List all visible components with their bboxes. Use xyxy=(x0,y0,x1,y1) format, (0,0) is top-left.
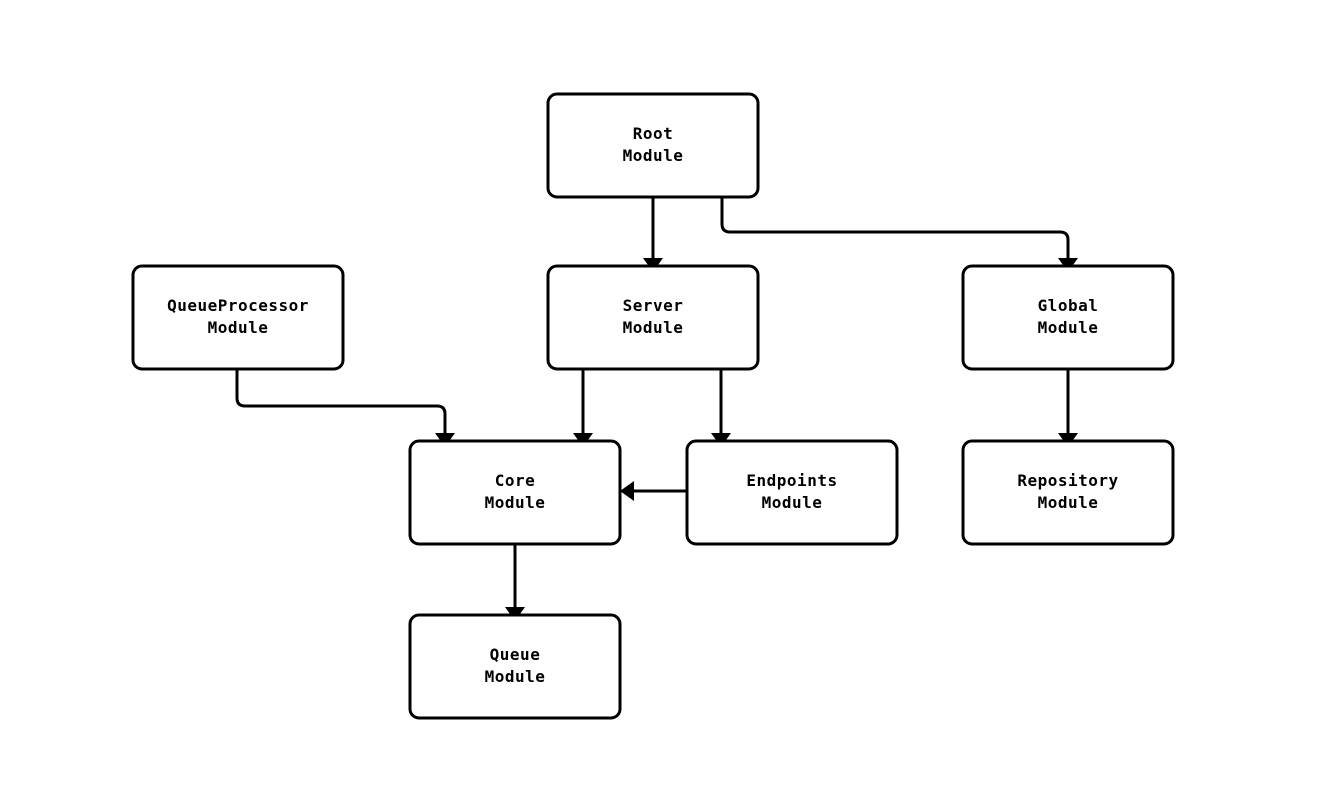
repository-module-node-label-line2: Module xyxy=(1038,493,1099,512)
edge-root-to-global-line xyxy=(720,197,1070,258)
repository-module-node-box[interactable] xyxy=(961,439,1175,546)
core-module-node-label-line2: Module xyxy=(485,493,546,512)
queue-module-node-label-line2: Module xyxy=(485,667,546,686)
server-module-node-label-line1: Server xyxy=(623,296,684,315)
edge-endpoints-to-core-arrowhead-icon xyxy=(620,481,634,501)
edge-root-to-server xyxy=(643,197,663,272)
endpoints-module-node-label-line1: Endpoints xyxy=(746,471,837,490)
edge-endpoints-to-core xyxy=(620,481,687,501)
root-module-node-label-line1: Root xyxy=(633,124,674,143)
queue-module-node-box[interactable] xyxy=(408,613,622,720)
queueprocessor-module-node-label-line2: Module xyxy=(208,318,269,337)
edge-global-to-repository xyxy=(1058,369,1078,447)
edge-server-to-core xyxy=(573,369,593,447)
edge-core-to-queue xyxy=(505,544,525,621)
core-module-node-label-line1: Core xyxy=(495,471,536,490)
core-module-node-box[interactable] xyxy=(408,439,622,546)
nodes-layer: RootModuleQueueProcessorModuleServerModu… xyxy=(131,92,1175,720)
edge-root-to-global xyxy=(720,197,1078,272)
queueprocessor-module-node-box[interactable] xyxy=(131,264,345,371)
endpoints-module-node-label-line2: Module xyxy=(762,493,823,512)
root-module-node-box[interactable] xyxy=(546,92,760,199)
edges-layer xyxy=(235,197,1078,621)
edge-queueprocessor-to-core-line xyxy=(235,369,447,433)
edge-queueprocessor-to-core xyxy=(235,369,455,447)
repository-module-node-label-line1: Repository xyxy=(1017,471,1118,490)
server-module-node-label-line2: Module xyxy=(623,318,684,337)
endpoints-module-node-box[interactable] xyxy=(685,439,899,546)
global-module-node-label-line1: Global xyxy=(1038,296,1099,315)
edge-server-to-endpoints xyxy=(711,369,731,447)
queueprocessor-module-node-label-line1: QueueProcessor xyxy=(167,296,309,315)
root-module-node-label-line2: Module xyxy=(623,146,684,165)
queue-module-node-label-line1: Queue xyxy=(490,645,541,664)
global-module-node-box[interactable] xyxy=(961,264,1175,371)
server-module-node-box[interactable] xyxy=(546,264,760,371)
global-module-node-label-line2: Module xyxy=(1038,318,1099,337)
